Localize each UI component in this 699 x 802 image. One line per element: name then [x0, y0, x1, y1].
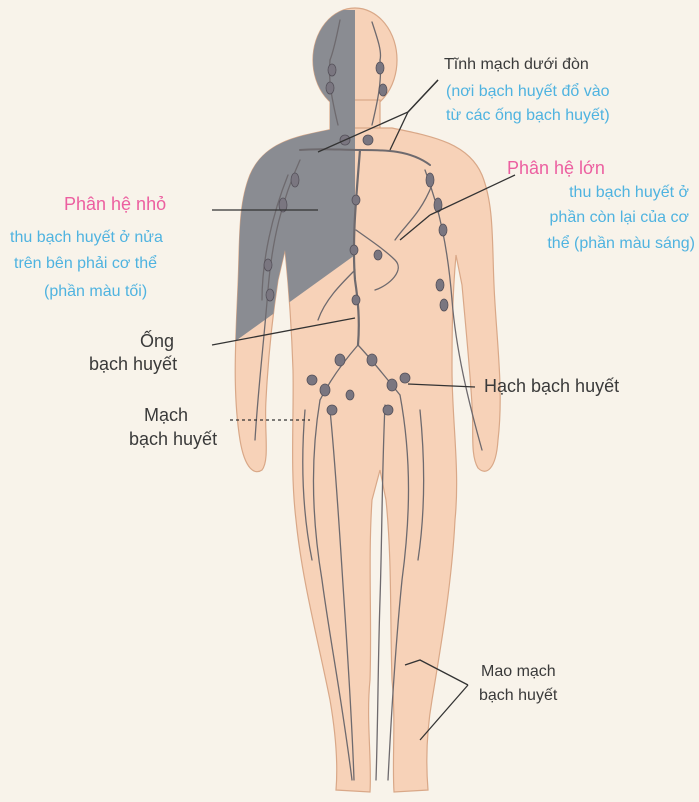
small-branch-line2: trên bên phải cơ thể [14, 254, 157, 275]
lymph-vessel-line1: Mạch [127, 404, 205, 427]
lymph-capillary-line1: Mao mạch [481, 662, 556, 683]
large-branch-line2: phần còn lại của cơ [550, 208, 689, 229]
large-branch-line3: thể (phần màu sáng) [547, 234, 695, 255]
lymph-node-title: Hạch bạch huyết [484, 375, 619, 398]
large-branch-title: Phân hệ lớn [507, 157, 605, 180]
small-branch-line3: (phần màu tối) [44, 282, 147, 303]
small-branch-title: Phân hệ nhỏ [64, 193, 166, 216]
subclavian-vein-note-line2: từ các ống bạch huyết) [446, 106, 610, 127]
lymph-capillary-line2: bạch huyết [479, 686, 557, 707]
small-branch-line1: thu bạch huyết ở nửa [10, 228, 163, 249]
subclavian-vein-title: Tĩnh mạch dưới đòn [444, 55, 589, 76]
large-branch-line1: thu bạch huyết ở [569, 183, 689, 204]
lymph-duct-line1: Ống [122, 330, 192, 353]
lymph-vessel-line2: bạch huyết [129, 428, 217, 451]
subclavian-vein-note-line1: (nơi bạch huyết đổ vào [446, 82, 609, 103]
lymph-duct-line2: bạch huyết [89, 353, 177, 376]
